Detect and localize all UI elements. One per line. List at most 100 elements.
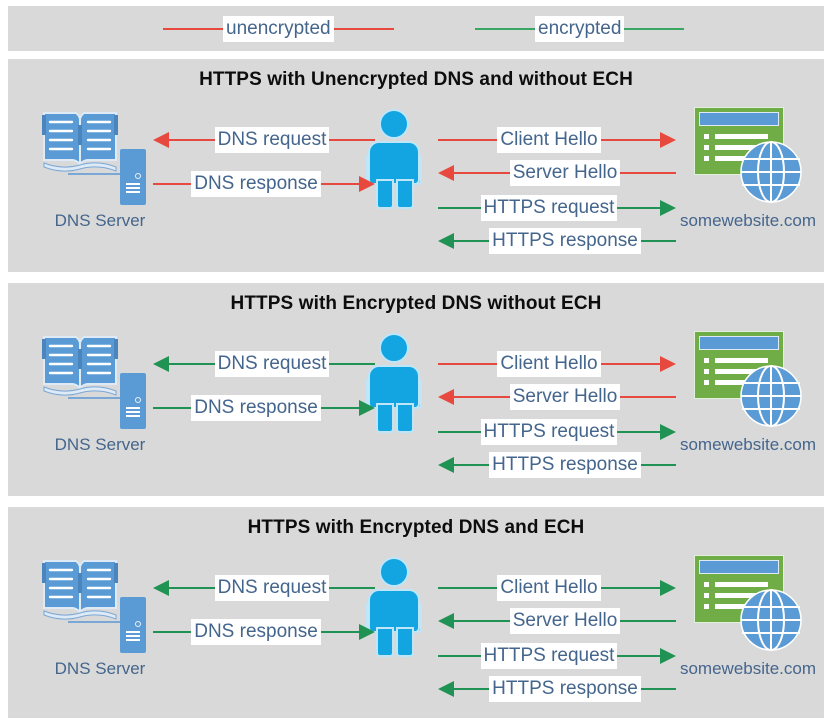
flow-label-client-hello: Client Hello [497,575,601,601]
dns-server-group-1: DNS Server [34,107,164,252]
browser-content-lines [704,582,768,615]
arrowhead-left [438,165,454,181]
flow-https-request-2: HTTPS request [438,419,676,445]
dns-server-label-3: DNS Server [54,659,146,678]
legend-item-encrypted: encrypted [475,6,685,51]
scenario-panel-3: HTTPS with Encrypted DNS and ECH DNS Ser… [8,507,824,718]
server-connector-line [68,621,122,623]
user-leg-left [376,627,394,657]
legend-line-encrypted [475,27,535,30]
flow-label-https-response: HTTPS response [489,228,641,254]
flow-line [438,655,481,657]
flow-label-server-hello: Server Hello [509,384,621,410]
arrowhead-left [153,356,169,372]
user-head [379,557,409,587]
flow-line [454,464,490,466]
browser-window-icon [694,107,784,175]
legend-label-unencrypted: unencrypted [223,15,334,42]
flow-label-dns-request: DNS request [214,127,330,153]
flow-dns-response-1: DNS response [153,171,375,197]
flow-line [454,396,510,398]
arrowhead-left [438,389,454,405]
flow-line-tail [320,407,359,409]
flow-line [454,172,510,174]
flow-label-https-request: HTTPS request [480,419,618,445]
dns-server-group-2: DNS Server [34,331,164,476]
flow-line-tail [600,587,660,589]
flow-label-dns-request: DNS request [214,351,330,377]
flow-line [438,207,481,209]
browser-content-lines [704,358,768,391]
flow-label-dns-request: DNS request [214,575,330,601]
flow-line-tail [620,396,677,398]
flow-line [438,431,481,433]
browser-title-bar [699,336,779,350]
dns-server-group-3: DNS Server [34,555,164,700]
user-icon-2 [363,333,425,433]
flow-line [153,631,192,633]
arrowhead-right [660,648,676,664]
flow-https-response-1: HTTPS response [438,228,677,254]
flow-line-tail [620,172,677,174]
flow-line [454,240,490,242]
flow-line-tail [617,207,660,209]
flow-dns-response-3: DNS response [153,619,375,645]
flow-label-https-request: HTTPS request [480,643,618,669]
arrowhead-right [660,356,676,372]
flow-label-https-response: HTTPS response [489,676,641,702]
flow-line-tail [640,688,677,690]
globe-icon [740,365,802,427]
flow-dns-request-2: DNS request [153,351,375,377]
arrowhead-right [660,580,676,596]
server-connector-line [68,173,122,175]
flow-line [169,139,215,141]
flow-line-tail [329,139,375,141]
flow-server-hello-1: Server Hello [438,160,677,186]
flow-label-https-request: HTTPS request [480,195,618,221]
legend-panel: unencrypted encrypted [8,6,824,51]
user-head [379,109,409,139]
legend-line-unencrypted-tail [333,27,394,30]
server-tower-icon [120,597,146,653]
website-group-3: somewebsite.com [680,555,816,705]
arrowhead-left [153,132,169,148]
scenario-panel-2: HTTPS with Encrypted DNS without ECH DNS… [8,283,824,496]
flow-https-request-1: HTTPS request [438,195,676,221]
flow-line-tail [329,363,375,365]
website-label-2: somewebsite.com [679,435,817,454]
legend-label-encrypted: encrypted [535,15,625,42]
book-icon [42,560,118,620]
flow-client-hello-3: Client Hello [438,575,676,601]
server-indicator-dot [135,621,141,627]
arrowhead-left [438,457,454,473]
flow-line [169,363,215,365]
flow-line [153,407,192,409]
user-head [379,333,409,363]
server-tower-icon [120,149,146,205]
flow-line [438,139,498,141]
book-icon [42,336,118,396]
flow-line-tail [640,464,677,466]
flow-label-https-response: HTTPS response [489,452,641,478]
flow-line-tail [600,363,660,365]
server-indicator-dot [135,173,141,179]
flow-label-client-hello: Client Hello [497,351,601,377]
user-torso [368,141,420,185]
arrowhead-left [438,681,454,697]
legend-line-unencrypted [163,27,223,30]
globe-icon [740,589,802,651]
flow-label-server-hello: Server Hello [509,160,621,186]
user-torso [368,365,420,409]
flow-line [454,688,490,690]
user-leg-left [376,179,394,209]
flow-https-response-2: HTTPS response [438,452,677,478]
user-torso [368,589,420,633]
server-indicator-dot [135,397,141,403]
server-vent-lines [126,631,140,641]
flow-line-tail [617,431,660,433]
scenario-panel-1: HTTPS with Unencrypted DNS and without E… [8,59,824,272]
arrowhead-left [438,233,454,249]
arrowhead-right [660,200,676,216]
arrowhead-right [660,424,676,440]
browser-title-bar [699,112,779,126]
